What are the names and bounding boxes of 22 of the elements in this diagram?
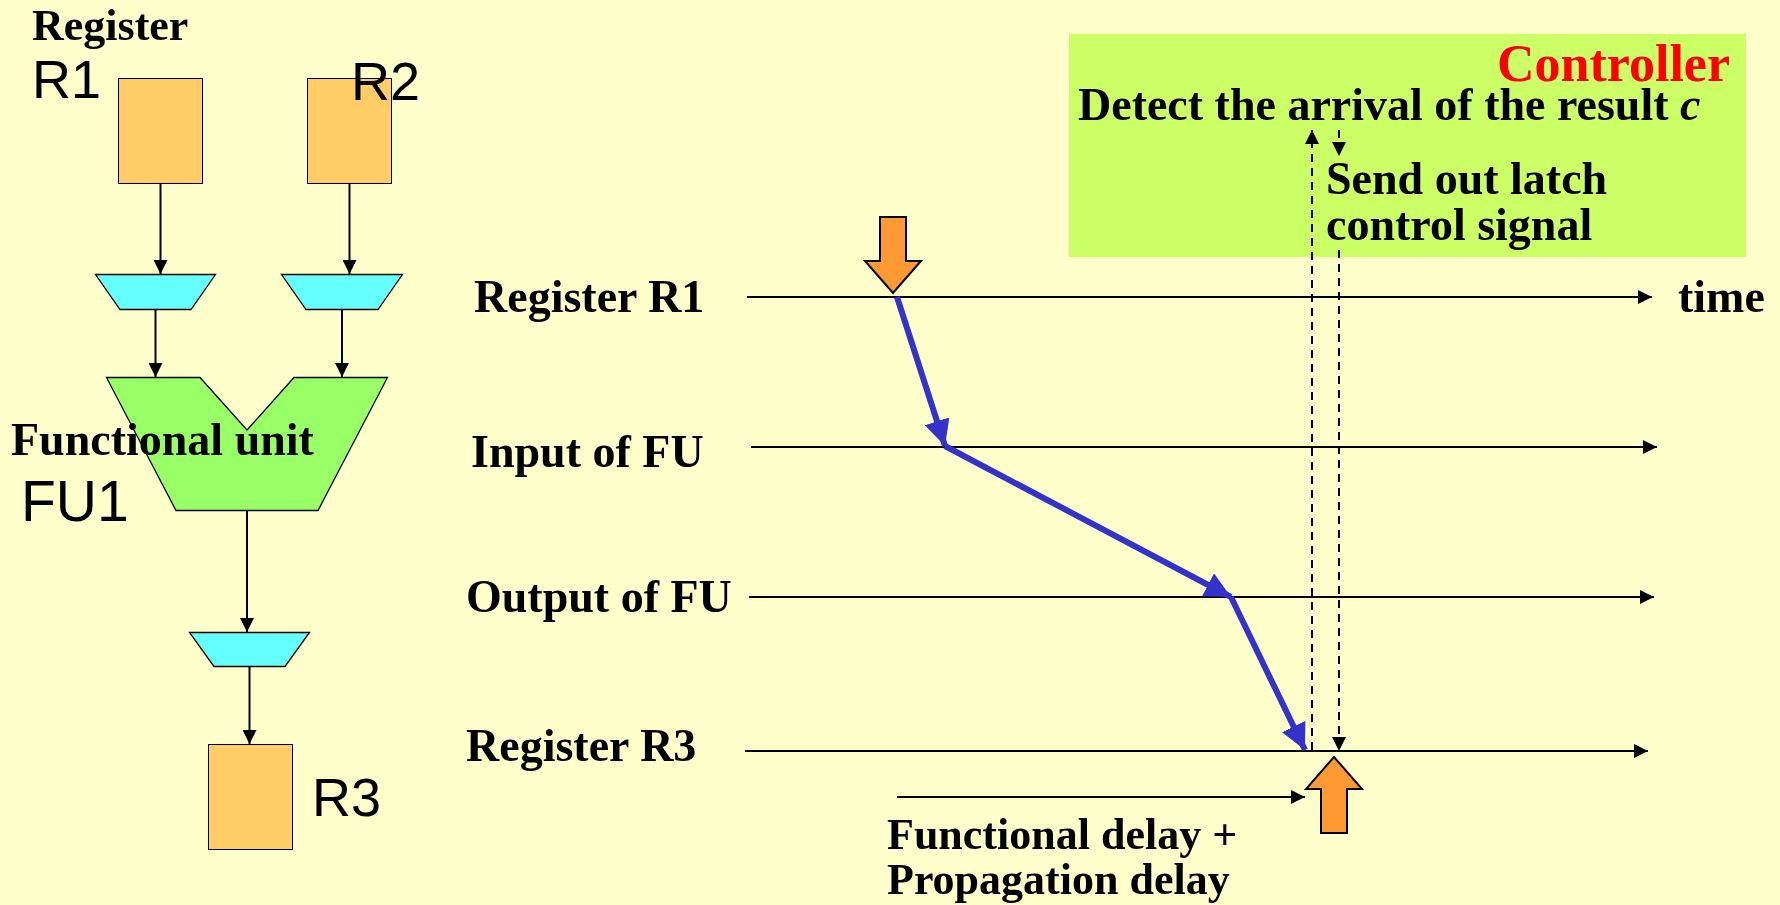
controller-panel bbox=[1069, 34, 1746, 257]
delay-label: Functional delay + Propagation delay bbox=[887, 812, 1239, 902]
dashed-arrow bbox=[1305, 129, 1319, 751]
arrow bbox=[335, 309, 349, 378]
lane-label: Input of FU bbox=[471, 426, 704, 478]
arrow bbox=[342, 183, 357, 275]
register-name: R2 bbox=[351, 50, 421, 112]
lane-label: Register R3 bbox=[466, 720, 697, 772]
unit-name: FU1 bbox=[21, 468, 129, 534]
arrow bbox=[153, 183, 168, 275]
lane-label: Output of FU bbox=[466, 571, 732, 623]
arrow bbox=[148, 309, 163, 378]
register-name: R3 bbox=[312, 766, 382, 828]
lane-label: Register R1 bbox=[474, 271, 705, 323]
dashed-arrow bbox=[1332, 129, 1346, 157]
register-name: R1 bbox=[32, 49, 102, 110]
arrow bbox=[242, 666, 257, 745]
arrow bbox=[240, 510, 254, 633]
axis-label: time bbox=[1678, 271, 1765, 323]
register-heading: Register bbox=[32, 0, 189, 51]
dashed-arrow bbox=[1332, 249, 1346, 752]
controller-step: Send out latch control signal bbox=[1326, 156, 1666, 248]
